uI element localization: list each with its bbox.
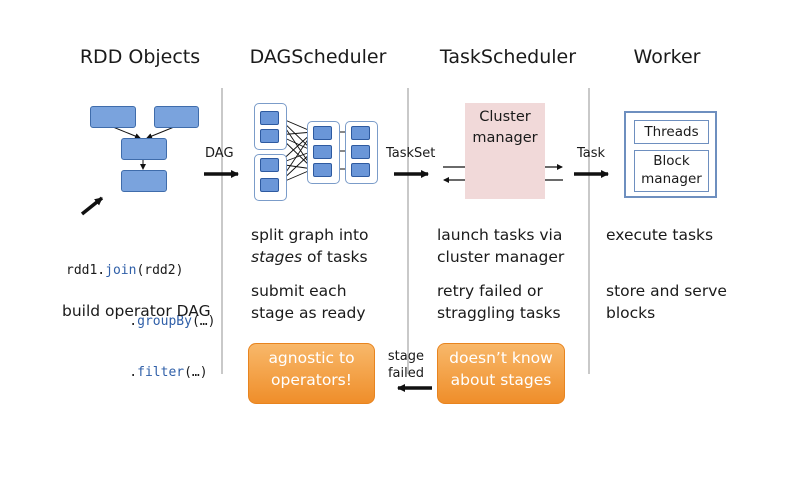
task-arrow-label: Task	[577, 146, 606, 161]
divider-1	[221, 88, 223, 374]
dag-text-line: stage as ready	[251, 304, 366, 322]
task-text-line: retry failed or	[437, 282, 543, 300]
stage-node	[260, 129, 279, 143]
agnostic-callout: agnostic to operators!	[248, 343, 375, 404]
block-manager-line: Block	[653, 153, 690, 169]
divider-2	[407, 88, 409, 374]
dag-description: split graph into stages of tasks submit …	[251, 224, 369, 324]
stage-node	[351, 163, 370, 177]
taskscheduler-heading: TaskScheduler	[439, 46, 577, 68]
stage-node	[260, 111, 279, 125]
taskset-arrow-label: TaskSet	[386, 146, 436, 161]
dag-text-line: split graph into	[251, 226, 369, 244]
cluster-label: Cluster	[479, 109, 531, 125]
rdd-code: rdd1.join(rdd2) .groupBy(…) .filter(…)	[66, 228, 215, 398]
divider-3	[588, 88, 590, 374]
stage-failed-line: stage	[387, 349, 424, 364]
code-line: rdd1.join(rdd2)	[66, 263, 184, 278]
task-description: launch tasks via cluster manager retry f…	[437, 224, 564, 324]
stage-node	[351, 145, 370, 159]
block-manager-line: manager	[641, 171, 702, 187]
worker-text-line: execute tasks	[606, 226, 714, 244]
worker-heading: Worker	[633, 46, 701, 68]
stage-failed-line: failed	[387, 366, 424, 381]
code-line: .groupBy(…)	[98, 314, 216, 329]
callout-line: about stages	[450, 371, 552, 389]
stage-node	[351, 126, 370, 140]
callout-line: operators!	[271, 371, 352, 389]
worker-description: execute tasks store and serve blocks	[606, 224, 727, 324]
task-text-line: cluster manager	[437, 248, 565, 266]
cluster-manager: Cluster manager	[465, 103, 545, 199]
rdd-node	[121, 170, 167, 192]
block-manager-box: Block manager	[634, 150, 709, 192]
code-line: .filter(…)	[98, 365, 208, 380]
stage-node	[313, 126, 332, 140]
rdd-node	[154, 106, 199, 128]
task-text-line: straggling tasks	[437, 304, 561, 322]
dagscheduler-heading: DAGScheduler	[249, 46, 387, 68]
no-stages-callout: doesn’t know about stages	[437, 343, 565, 404]
rdd-objects-heading: RDD Objects	[79, 46, 201, 68]
rdd-node	[121, 138, 167, 160]
dag-text-line: submit each	[251, 282, 347, 300]
task-text-line: launch tasks via	[437, 226, 563, 244]
callout-line: doesn’t know	[449, 349, 553, 367]
rdd-caption: build operator DAG	[62, 302, 211, 320]
pointer-arrow	[80, 196, 104, 216]
stage-node	[260, 178, 279, 192]
dag-text-line: stages of tasks	[251, 248, 368, 266]
rdd-node	[90, 106, 136, 128]
worker-text-line: store and serve	[606, 282, 727, 300]
cluster-label: manager	[472, 130, 538, 146]
stage-node	[260, 158, 279, 172]
dag-arrow-label: DAG	[205, 146, 234, 161]
stage-failed-label: stage failed	[386, 348, 424, 382]
threads-box: Threads	[634, 120, 709, 144]
stage-node	[313, 145, 332, 159]
callout-line: agnostic to	[268, 349, 355, 367]
worker-text-line: blocks	[606, 304, 656, 322]
stage-node	[313, 163, 332, 177]
